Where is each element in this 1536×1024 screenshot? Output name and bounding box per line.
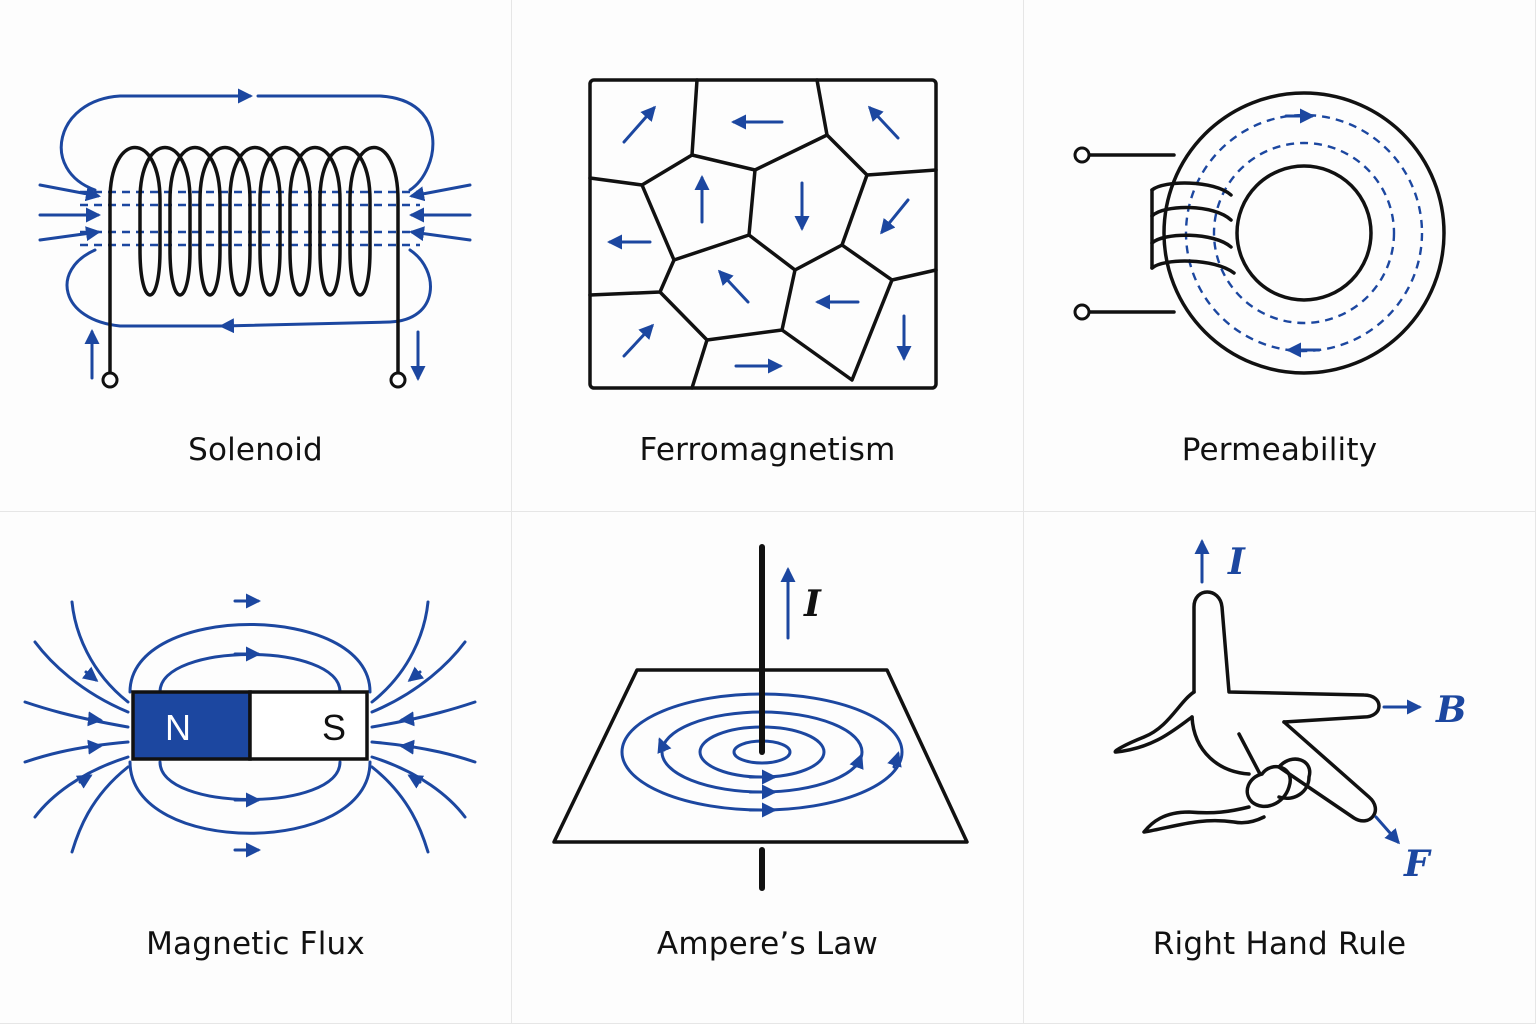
force-vector-label: F bbox=[1403, 843, 1432, 885]
right-hand-rule-diagram: I B F bbox=[1113, 539, 1466, 885]
panel-label: Ampere’s Law bbox=[656, 926, 879, 962]
current-vector-label: I bbox=[1227, 541, 1246, 583]
toroid-winding bbox=[1073, 146, 1236, 321]
bar-magnet: N S bbox=[131, 690, 369, 761]
domain-magnetization-arrows bbox=[607, 105, 912, 374]
solenoid-coil bbox=[101, 145, 407, 389]
current-symbol: I bbox=[803, 583, 822, 625]
domain-boundaries bbox=[588, 78, 938, 390]
field-vector-label: B bbox=[1435, 689, 1466, 731]
south-pole-label: S bbox=[322, 707, 346, 748]
toroid-core bbox=[1162, 91, 1446, 375]
plane bbox=[552, 668, 969, 844]
solenoid-diagram bbox=[38, 88, 472, 389]
amperes-law-diagram: I bbox=[552, 544, 969, 891]
bar-magnet-diagram: N S bbox=[23, 593, 477, 858]
solenoid-field-lines bbox=[38, 88, 472, 381]
flux-field-lines bbox=[23, 593, 477, 858]
toroid-diagram bbox=[1073, 91, 1446, 375]
panel-label: Right Hand Rule bbox=[1152, 926, 1407, 962]
panel-solenoid: Solenoid bbox=[0, 0, 512, 512]
panel-label: Magnetic Flux bbox=[146, 926, 365, 962]
magnetic-domains-diagram bbox=[588, 78, 938, 390]
panel-label: Solenoid bbox=[188, 432, 323, 468]
panel-right-hand-rule: I B F Right Hand Rule bbox=[1024, 512, 1536, 1024]
north-pole-label: N bbox=[165, 707, 191, 748]
panel-label: Permeability bbox=[1181, 432, 1378, 468]
hand-outline bbox=[1113, 590, 1381, 834]
panel-amperes-law: I Ampere’s Law bbox=[512, 512, 1024, 1024]
panel-label: Ferromagnetism bbox=[639, 432, 896, 468]
vector-arrows bbox=[1194, 539, 1422, 845]
panel-magnetic-flux: N S Magnetic Flux bbox=[0, 512, 512, 1024]
panel-ferromagnetism: Ferromagnetism bbox=[512, 0, 1024, 512]
panel-permeability: Permeability bbox=[1024, 0, 1536, 512]
